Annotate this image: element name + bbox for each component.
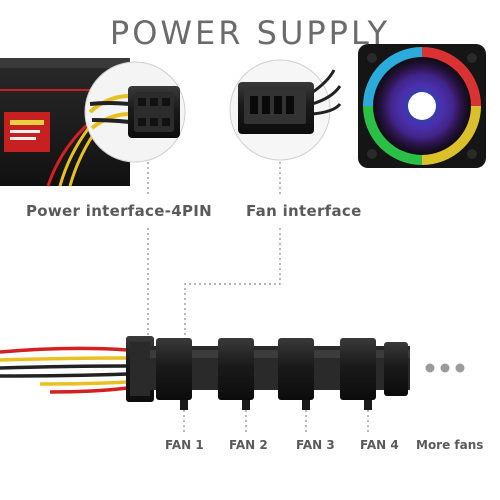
psu-zoom-circle [84,61,186,163]
more-fans-label: More fans [416,438,484,452]
fan-1-label: FAN 1 [165,438,204,452]
fan-connector-row [156,338,408,410]
dotted-guide-lines [147,162,281,340]
power-interface-label: Power interface-4PIN [26,202,213,220]
diagram-title: POWER SUPPLY [109,14,391,52]
ellipsis-dots-icon [425,363,465,373]
fan-2-label: FAN 2 [229,438,268,452]
fan-3-label: FAN 3 [296,438,335,452]
hub-cable-photo [0,336,410,410]
fan-connector-zoom-circle [229,59,342,161]
fan-4-label: FAN 4 [360,438,399,452]
rgb-fan-photo [358,44,486,168]
fan-label-guides [183,410,369,432]
fan-interface-label: Fan interface [246,202,362,220]
